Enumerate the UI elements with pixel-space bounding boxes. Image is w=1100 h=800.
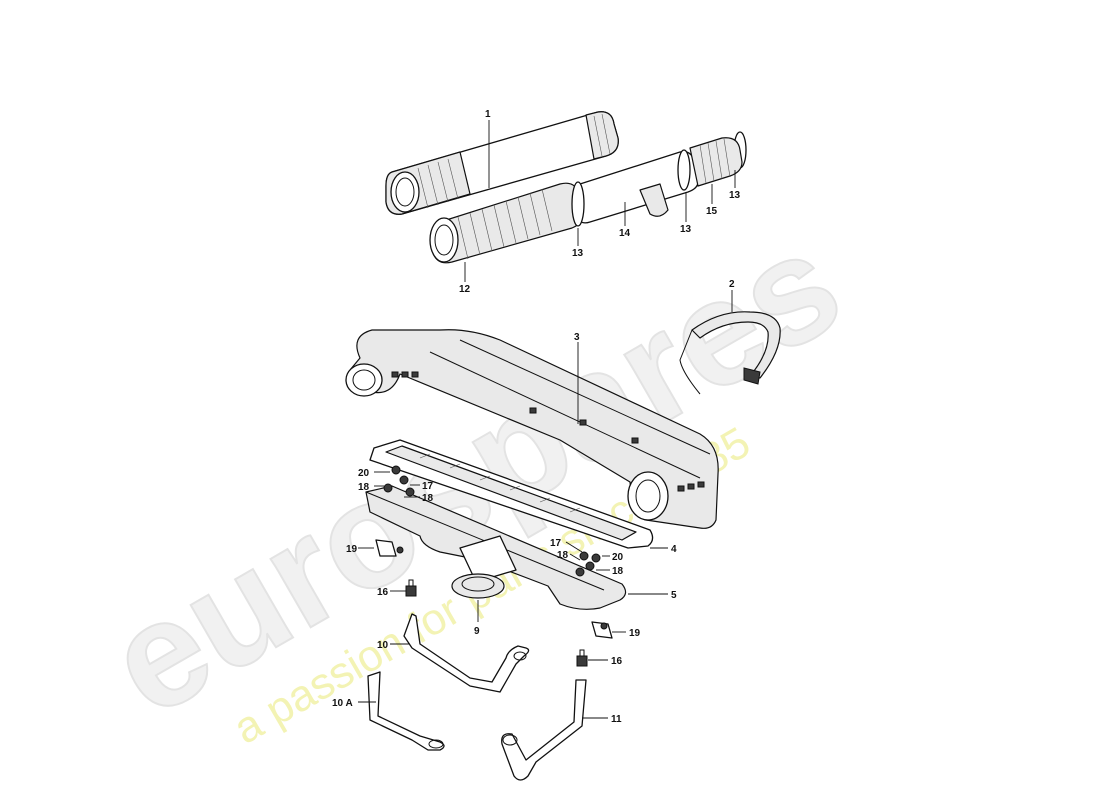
callout-12: 12 — [459, 284, 471, 295]
part-15-connector[interactable] — [689, 137, 743, 187]
part-19-bracket[interactable] — [375, 539, 613, 639]
callout-5: 5 — [671, 590, 677, 601]
callout-20: 20 — [612, 552, 624, 563]
callout-13: 13 — [680, 224, 692, 235]
callout-19: 19 — [346, 544, 358, 555]
part-1-intake-tube[interactable] — [385, 111, 619, 215]
callout-16: 16 — [611, 656, 623, 667]
part-14-pipe[interactable] — [575, 151, 699, 224]
callout-3: 3 — [574, 332, 580, 343]
callout-10: 10 — [377, 640, 389, 651]
callout-2: 2 — [729, 279, 735, 290]
callout-18: 18 — [422, 493, 434, 504]
parts-17-18-20-mounts[interactable] — [383, 465, 601, 577]
callout-20: 20 — [358, 468, 370, 479]
leader-lines — [358, 120, 736, 719]
callout-17: 17 — [422, 481, 434, 492]
part-3-air-manifold[interactable] — [345, 329, 719, 529]
callout-13: 13 — [729, 190, 741, 201]
callout-19: 19 — [629, 628, 641, 639]
callout-9: 9 — [474, 626, 480, 637]
callout-4: 4 — [671, 544, 677, 555]
callout-1: 1 — [485, 109, 491, 120]
callout-14: 14 — [619, 228, 631, 239]
callout-17: 17 — [550, 538, 562, 549]
part-11-bracket[interactable] — [501, 679, 587, 781]
callout-16: 16 — [377, 587, 389, 598]
callout-15: 15 — [706, 206, 718, 217]
part-12-flex-hose[interactable] — [429, 182, 585, 264]
part-10a-bracket[interactable] — [367, 671, 445, 751]
callout-10a: 10 A — [332, 698, 353, 709]
callout-13: 13 — [572, 248, 584, 259]
callout-11: 11 — [611, 714, 622, 725]
callout-18: 18 — [557, 550, 569, 561]
part-5-filter-housing-lower[interactable] — [365, 485, 627, 610]
callout-18: 18 — [612, 566, 624, 577]
callouts: 1 12 13 14 13 15 13 2 3 20 18 17 18 19 1… — [332, 109, 741, 725]
callout-18: 18 — [358, 482, 370, 493]
part-2-strap[interactable] — [679, 311, 781, 395]
part-10-bracket[interactable] — [403, 613, 530, 693]
part-4-filter-housing-upper[interactable] — [369, 439, 654, 549]
part-9-grommet[interactable] — [451, 573, 505, 599]
